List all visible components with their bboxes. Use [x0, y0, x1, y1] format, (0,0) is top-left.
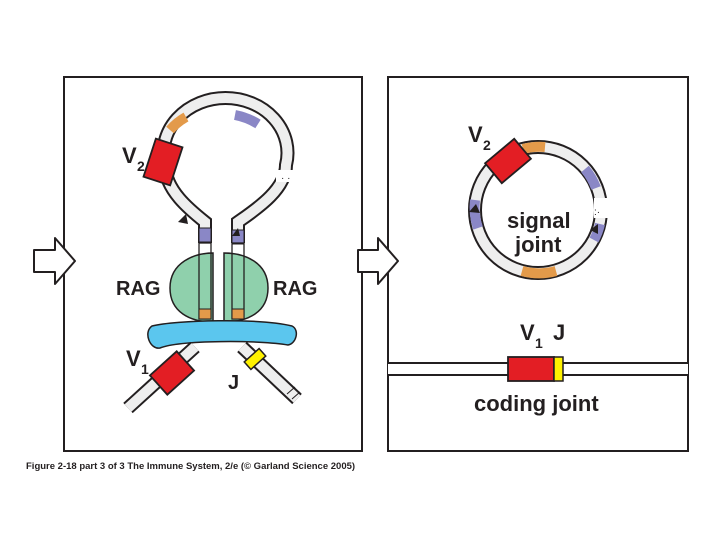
- circle-gap: [594, 198, 608, 218]
- circle-orange-band-top: [521, 141, 546, 154]
- v2-circle-label: V: [468, 122, 483, 147]
- rss-purple-band-top: [233, 110, 261, 129]
- coding-joint-label: coding joint: [474, 391, 599, 416]
- loop-gap: [276, 170, 294, 182]
- coding-v1-label-subscript: 1: [535, 335, 543, 351]
- circle-left-tip-icon: [469, 204, 480, 213]
- v2-segment: [142, 137, 184, 187]
- rag-left-label: RAG: [116, 278, 160, 300]
- stem-left-purple: [198, 227, 212, 243]
- right-arrow-icon: [357, 237, 399, 285]
- circle-orange-band-bottom: [520, 266, 558, 279]
- rag-left-orange: [198, 308, 212, 320]
- right-panel: [387, 76, 689, 452]
- left-arrow-icon: [33, 237, 76, 285]
- hmg-protein: [147, 320, 298, 349]
- circle-right-tip-icon: [590, 224, 598, 234]
- v1-label-subscript: 1: [141, 361, 149, 377]
- signal-joint-label: joint: [514, 232, 562, 257]
- figure-caption: Figure 2-18 part 3 of 3 The Immune Syste…: [26, 461, 356, 472]
- v1-label: V: [126, 346, 141, 371]
- v1-coding-segment: [507, 356, 555, 382]
- v2-label-subscript: 2: [137, 158, 145, 174]
- circle-purple-band-left: [469, 199, 483, 230]
- v2-segment-circle: [483, 137, 533, 185]
- j-segment: [243, 347, 267, 371]
- stem-left-tip-icon: [178, 214, 188, 224]
- v2-circle-label-subscript: 2: [483, 137, 491, 153]
- circle-purple-band-upper-right: [581, 165, 601, 190]
- j-coding-segment: [553, 356, 564, 382]
- rag-right-orange: [231, 308, 245, 320]
- v1-segment: [148, 350, 196, 396]
- arm-right-stripes: [286, 386, 301, 400]
- circle-gap-dots: :·: [594, 207, 600, 218]
- j-label: J: [228, 372, 239, 394]
- coding-j-label: J: [553, 320, 565, 345]
- gap-dots: · ·: [281, 173, 290, 184]
- coding-v1-label: V: [520, 320, 535, 345]
- signal-label: signal: [507, 208, 571, 233]
- v2-label: V: [122, 143, 137, 168]
- stem-right-tip-icon: [232, 228, 240, 236]
- rss-orange-band-top: [166, 112, 189, 134]
- rag-right-label: RAG: [273, 278, 317, 300]
